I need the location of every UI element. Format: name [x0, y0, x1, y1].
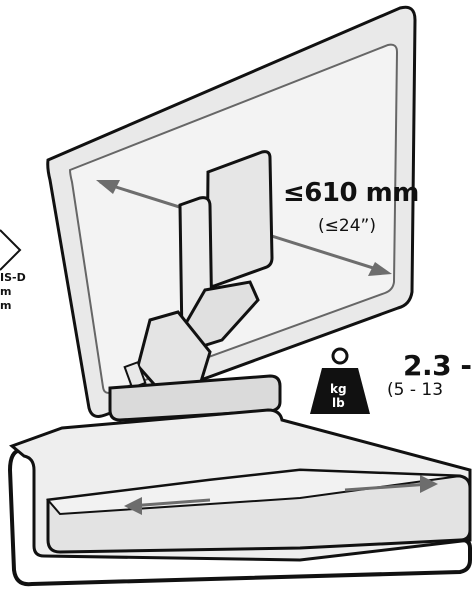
weight-range-imperial-label: (5 - 13 [387, 380, 444, 400]
base-outline [7, 448, 472, 587]
screen-size-label: ≤610 mm [283, 178, 419, 208]
platform-arrows [124, 475, 438, 515]
vesa-text-line3: m [0, 299, 12, 312]
weight-icon [310, 347, 370, 414]
weight-icon-lb: lb [332, 396, 345, 410]
screen-size-imperial-label: (≤24”) [318, 216, 376, 236]
weight-range-label: 2.3 - [403, 349, 472, 382]
weight-icon-kg: kg [330, 382, 347, 396]
arm-base-block [108, 374, 282, 422]
vesa-text-line2: m [0, 285, 12, 298]
vesa-text-line1: IS-D [0, 271, 26, 284]
vesa-badge [0, 229, 22, 271]
vesa-plate [205, 150, 274, 288]
